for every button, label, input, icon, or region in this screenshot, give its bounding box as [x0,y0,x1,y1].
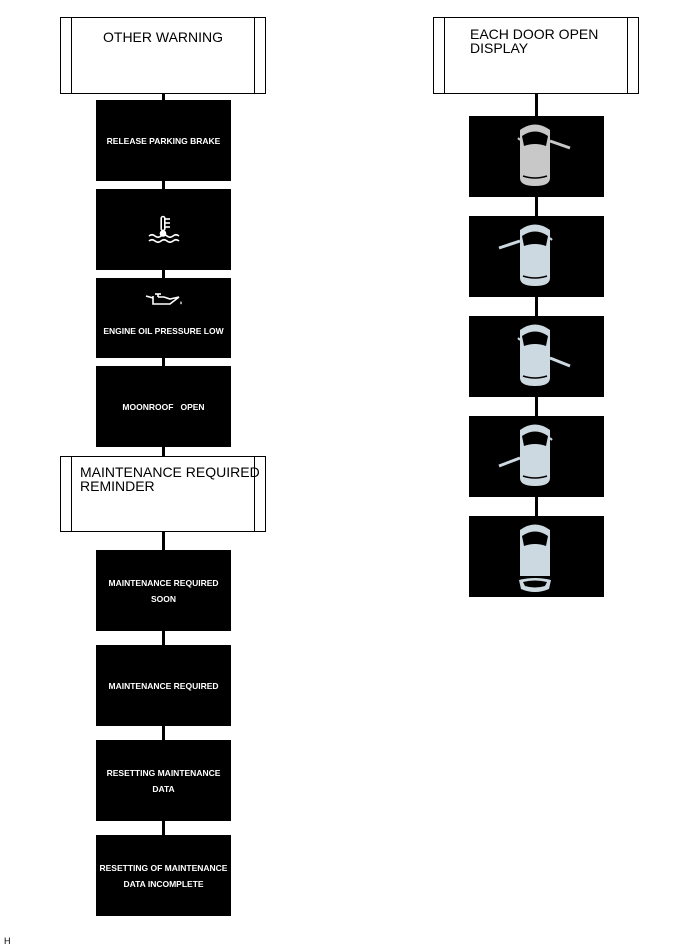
moonroof-open-label: MOONROOF OPEN [122,401,205,412]
coolant-temperature-icon [147,215,180,243]
maintenance-item-line2: SOON [150,593,177,604]
car-back-door-open-icon [519,524,551,592]
coolant-temperature-box [96,189,231,270]
maintenance-item-line2: DATA [152,783,175,794]
connector-line [162,94,165,456]
other-warning-header: OTHER WARNING [60,17,266,94]
connector-line [535,94,538,520]
maintenance-required-soon-box: MAINTENANCE REQUIRED SOON [96,550,231,631]
engine-oil-pressure-label: ENGINE OIL PRESSURE LOW [103,326,224,336]
car-front-right-door-open-icon [517,124,571,186]
maintenance-item-line2: DATA INCOMPLETE [123,878,204,889]
door-display-box [469,216,604,297]
car-front-left-door-open-icon [498,224,553,286]
maintenance-title-line1: MAINTENANCE REQUIRED [80,464,260,480]
door-display-title-line1: EACH DOOR OPEN [470,26,599,42]
figure-code: H [4,936,11,946]
door-display-box [469,316,604,397]
car-rear-left-door-open-icon [498,424,553,486]
maintenance-item-line1: RESETTING OF MAINTENANCE [99,862,228,873]
resetting-maintenance-data-box: RESETTING MAINTENANCE DATA [96,740,231,821]
maintenance-required-box: MAINTENANCE REQUIRED [96,645,231,726]
door-display-title-line2: DISPLAY [470,40,529,56]
maintenance-item-line1: MAINTENANCE REQUIRED [108,680,219,691]
door-display-box [469,516,604,597]
door-display-box [469,416,604,497]
release-parking-brake-label: RELEASE PARKING BRAKE [106,135,221,146]
car-rear-right-door-open-icon [517,324,571,386]
door-display-box [469,116,604,197]
resetting-incomplete-box: RESETTING OF MAINTENANCE DATA INCOMPLETE [96,835,231,916]
maintenance-header: MAINTENANCE REQUIRED REMINDER [60,456,266,532]
moonroof-open-box: MOONROOF OPEN [96,366,231,447]
oil-can-icon [145,293,182,305]
other-warning-title: OTHER WARNING [103,29,224,45]
engine-oil-pressure-box: ENGINE OIL PRESSURE LOW [96,278,231,358]
maintenance-title-line2: REMINDER [80,478,155,494]
maintenance-item-line1: MAINTENANCE REQUIRED [108,577,219,588]
release-parking-brake-box: RELEASE PARKING BRAKE [96,100,231,181]
door-display-header: EACH DOOR OPEN DISPLAY [433,17,639,94]
maintenance-item-line1: RESETTING MAINTENANCE [106,767,221,778]
